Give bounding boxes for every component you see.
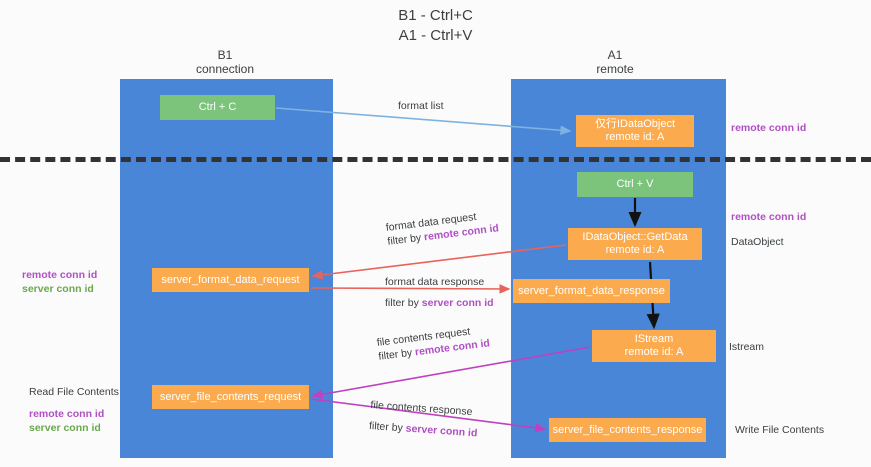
node-dataobject-remote-line2: remote id: A [605,131,665,143]
label-left-server-conn-id-1: server conn id [22,283,94,295]
label-group-left-conn-ids-1: remote conn id server conn id [22,268,97,296]
node-dataobject-remote-line1: 仅行IDataObject [594,118,676,130]
node-istream[interactable]: IStream remote id: A [592,330,716,362]
edge-label-file-contents-request: file contents request filter by remote c… [376,322,491,363]
lane-header-b1-role: connection [195,62,255,76]
lane-header-b1-name: B1 [217,48,233,62]
title-line-1: B1 - Ctrl+C [398,7,473,24]
filter-prefix: filter by [385,297,422,309]
node-server-format-data-request-label: server_format_data_request [161,273,300,286]
node-istream-line2: remote id: A [624,346,684,358]
diagram-title: B1 - Ctrl+C A1 - Ctrl+V [0,6,871,46]
filter-value-server-conn-id: server conn id [421,297,494,309]
lane-header-a1-name: A1 [607,48,623,62]
filter-prefix: filter by [386,231,425,248]
node-ctrl-v[interactable]: Ctrl + V [577,172,693,197]
node-server-format-data-response[interactable]: server_format_data_response [513,279,670,303]
label-left-server-conn-id-2: server conn id [29,422,101,434]
node-dataobject-remote[interactable]: 仅行IDataObject remote id: A [576,115,694,147]
filter-prefix: filter by [368,419,407,435]
edge-label-format-data-response-filter: filter by server conn id [385,296,494,310]
edge-label-format-data-response: format data response filter by server co… [385,275,494,310]
lane-header-a1-role: remote [596,62,634,76]
node-getdata-line1: IDataObject::GetData [582,231,688,243]
node-server-format-data-response-label: server_format_data_response [518,284,665,297]
label-left-remote-conn-id-2: remote conn id [29,408,105,420]
edge-label-format-list: format list [398,100,444,112]
node-server-format-data-request[interactable]: server_format_data_request [152,268,309,292]
lane-header-b1: B1 connection [150,48,300,76]
edge-label-file-contents-response-filter: filter by server conn id [369,419,478,441]
node-server-file-contents-request-label: server_file_contents_request [159,390,302,403]
lane-header-a1: A1 remote [540,48,690,76]
node-ctrl-v-label: Ctrl + V [616,178,654,190]
filter-prefix: filter by [377,346,416,363]
label-left-read-file-contents: Read File Contents [29,386,119,398]
edge-label-file-contents-response-main: file contents response [370,398,473,419]
edge-label-format-data-response-main: format data response [385,276,485,288]
title-line-2: A1 - Ctrl+V [398,27,473,44]
phase-divider [0,157,871,162]
node-ctrl-c[interactable]: Ctrl + C [160,95,275,120]
node-server-file-contents-request[interactable]: server_file_contents_request [152,385,309,409]
label-right-dataobject: DataObject [731,236,784,248]
node-istream-line1: IStream [634,333,674,345]
label-left-remote-conn-id-1: remote conn id [22,269,98,281]
node-getdata-line2: remote id: A [605,244,665,256]
node-server-file-contents-response-label: server_file_contents_response [552,423,703,436]
filter-value-server-conn-id: server conn id [405,422,478,440]
label-right-write-file-contents: Write File Contents [735,424,825,436]
node-getdata[interactable]: IDataObject::GetData remote id: A [568,228,702,260]
label-right-istream: Istream [729,341,765,353]
label-right-remote-conn-id-top: remote conn id [731,122,807,134]
edge-label-format-data-request: format data request filter by remote con… [385,207,500,248]
node-server-file-contents-response[interactable]: server_file_contents_response [549,418,706,442]
label-right-remote-conn-id-mid: remote conn id [731,211,807,223]
edge-label-file-contents-response: file contents response filter by server … [369,398,480,440]
node-ctrl-c-label: Ctrl + C [198,101,237,113]
label-group-left-read-file-contents: Read File Contents remote conn id server… [29,385,119,435]
